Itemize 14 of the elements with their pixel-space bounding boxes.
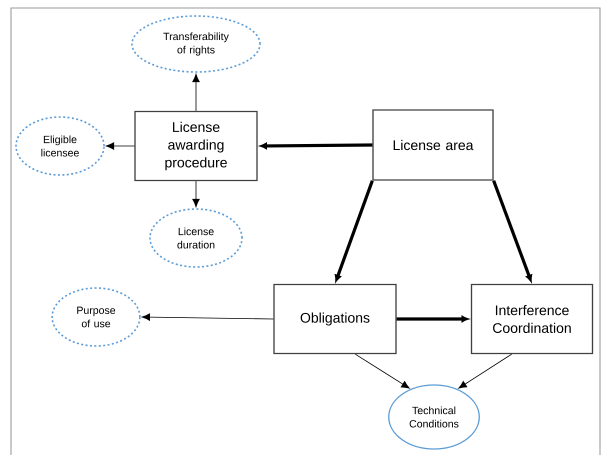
- process-box: License awarding procedure: [134, 110, 258, 182]
- arrow: [458, 354, 512, 389]
- process-box: Obligations: [273, 284, 397, 354]
- arrow: [192, 180, 200, 208]
- arrow: [142, 313, 274, 321]
- process-box: License area: [372, 109, 494, 181]
- arrow: [334, 180, 374, 282]
- arrow: [492, 180, 532, 282]
- arrow: [192, 74, 200, 112]
- arrow: [396, 316, 468, 322]
- arrow: [106, 142, 135, 150]
- arrow: [354, 354, 410, 389]
- arrow: [260, 142, 372, 150]
- process-box: Interference Coordination: [470, 284, 594, 354]
